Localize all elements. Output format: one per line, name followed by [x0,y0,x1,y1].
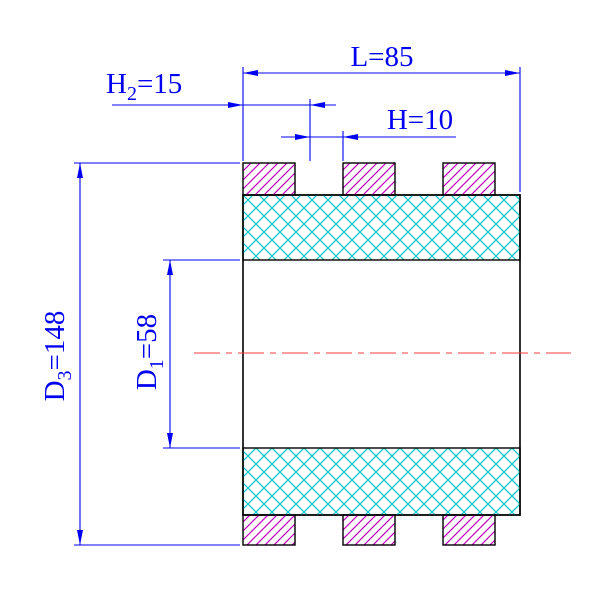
arrowhead [505,70,520,76]
dim-label-D3-prefix: D [39,380,71,401]
tooth-hatch-top-1 [242,162,296,196]
dim-label-D1-sub: 1 [146,359,168,369]
dimension-H2: H2=15 [106,68,336,161]
tooth-hatch-top-3 [442,162,496,196]
arrowhead [77,530,83,545]
dimension-D3: D3=148 [39,162,240,546]
tooth-hatch-top-2 [342,162,396,196]
dim-label-D3: D3=148 [39,311,76,402]
dim-label-D1-prefix: D [131,369,163,390]
arrowhead [310,102,325,108]
dim-label-L: L=85 [350,41,413,73]
dim-label-H2-sub: 2 [127,83,137,105]
flange-band-top [242,194,521,261]
tooth-hatch-bottom-3 [442,514,496,546]
dim-label-D1-suffix: =58 [131,314,163,359]
arrowhead [243,70,258,76]
dim-label-D1: D1=58 [131,314,168,390]
dim-label-H2: H2=15 [106,68,182,105]
dim-label-H2-suffix: =15 [137,68,182,100]
dimension-H: H=10 [281,104,456,161]
arrowhead [167,260,173,275]
arrowhead [343,134,358,140]
arrowhead [228,102,243,108]
dim-label-D3-suffix: =148 [39,311,71,371]
tooth-hatch-bottom-2 [342,514,396,546]
flange-band-bottom [242,447,521,516]
dimension-D1: D1=58 [131,259,240,449]
dim-label-H2-prefix: H [106,68,127,100]
dim-label-H: H=10 [387,104,453,136]
dim-label-D3-sub: 3 [54,370,76,380]
part-body [242,162,521,546]
dimension-L: L=85 [242,41,521,192]
arrowhead [295,134,310,140]
arrowhead [167,433,173,448]
arrowhead [77,163,83,178]
tooth-hatch-bottom-1 [242,514,296,546]
